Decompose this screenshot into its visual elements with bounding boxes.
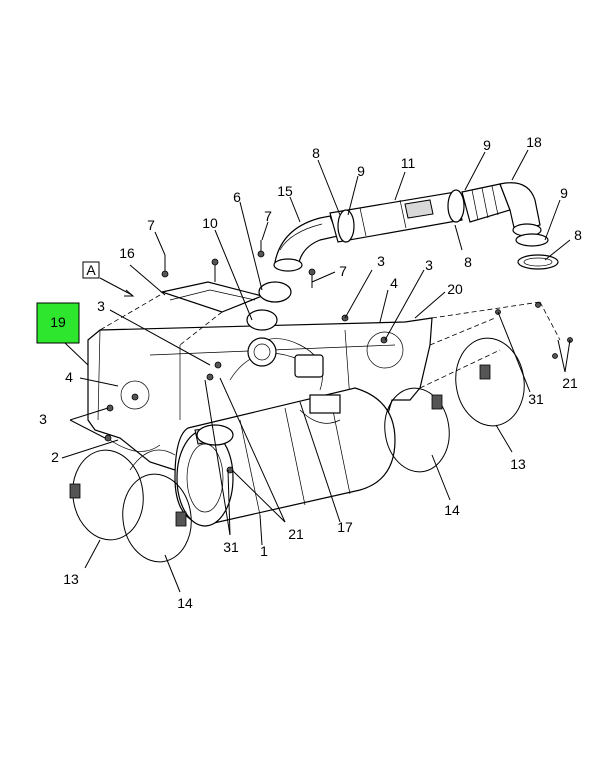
callout-31: 31 (528, 391, 544, 407)
callout-9: 9 (483, 137, 491, 153)
callout-9: 9 (357, 163, 365, 179)
callout-31: 31 (223, 539, 239, 555)
callout-8: 8 (574, 227, 582, 243)
callout-14: 14 (177, 595, 193, 611)
sensor-assembly (229, 281, 341, 424)
highlight-label: 19 (50, 314, 66, 330)
callout-20: 20 (447, 281, 463, 297)
callout-15: 15 (277, 183, 293, 199)
band-clamp-left-rear (122, 473, 192, 563)
fasteners (104, 314, 388, 474)
callout-13: 13 (63, 571, 79, 587)
view-label-box: A (82, 261, 135, 297)
callout-7: 7 (339, 263, 347, 279)
callout-1: 1 (260, 543, 268, 559)
upper-pipe (329, 189, 465, 243)
callout-13: 13 (510, 456, 526, 472)
bolts (161, 240, 316, 288)
callout-labels: 8 9 11 9 18 6 15 7 7 10 9 8 8 16 7 3 4 3… (39, 134, 582, 611)
callout-4: 4 (65, 369, 73, 385)
callout-3: 3 (377, 253, 385, 269)
flex-bellows (461, 182, 542, 237)
callout-7: 7 (147, 217, 155, 233)
leader-lines (61, 149, 571, 593)
callout-3: 3 (425, 257, 433, 273)
callout-8: 8 (312, 145, 320, 161)
callout-14: 14 (444, 502, 460, 518)
highlight-callout-19[interactable]: 19 (36, 302, 89, 366)
right-clamps (515, 233, 559, 270)
band-clamp-right-rear (455, 337, 525, 427)
callout-16: 16 (119, 245, 135, 261)
callout-18: 18 (526, 134, 542, 150)
callout-8: 8 (464, 254, 472, 270)
intake-tube (273, 215, 339, 272)
view-label: A (86, 262, 96, 278)
callout-6: 6 (233, 189, 241, 205)
callout-17: 17 (337, 519, 353, 535)
main-canister (174, 387, 396, 527)
callout-21: 21 (562, 375, 578, 391)
callout-2: 2 (51, 449, 59, 465)
callout-3: 3 (97, 298, 105, 314)
explode-lines (419, 301, 573, 389)
band-clamp-right-front (384, 387, 450, 473)
band-clamp-left-front (69, 449, 144, 541)
callout-9: 9 (560, 185, 568, 201)
callout-7: 7 (264, 208, 272, 224)
callout-4: 4 (390, 275, 398, 291)
callout-21: 21 (288, 526, 304, 542)
callout-11: 11 (401, 155, 416, 171)
callout-10: 10 (202, 215, 218, 231)
callout-3: 3 (39, 411, 47, 427)
